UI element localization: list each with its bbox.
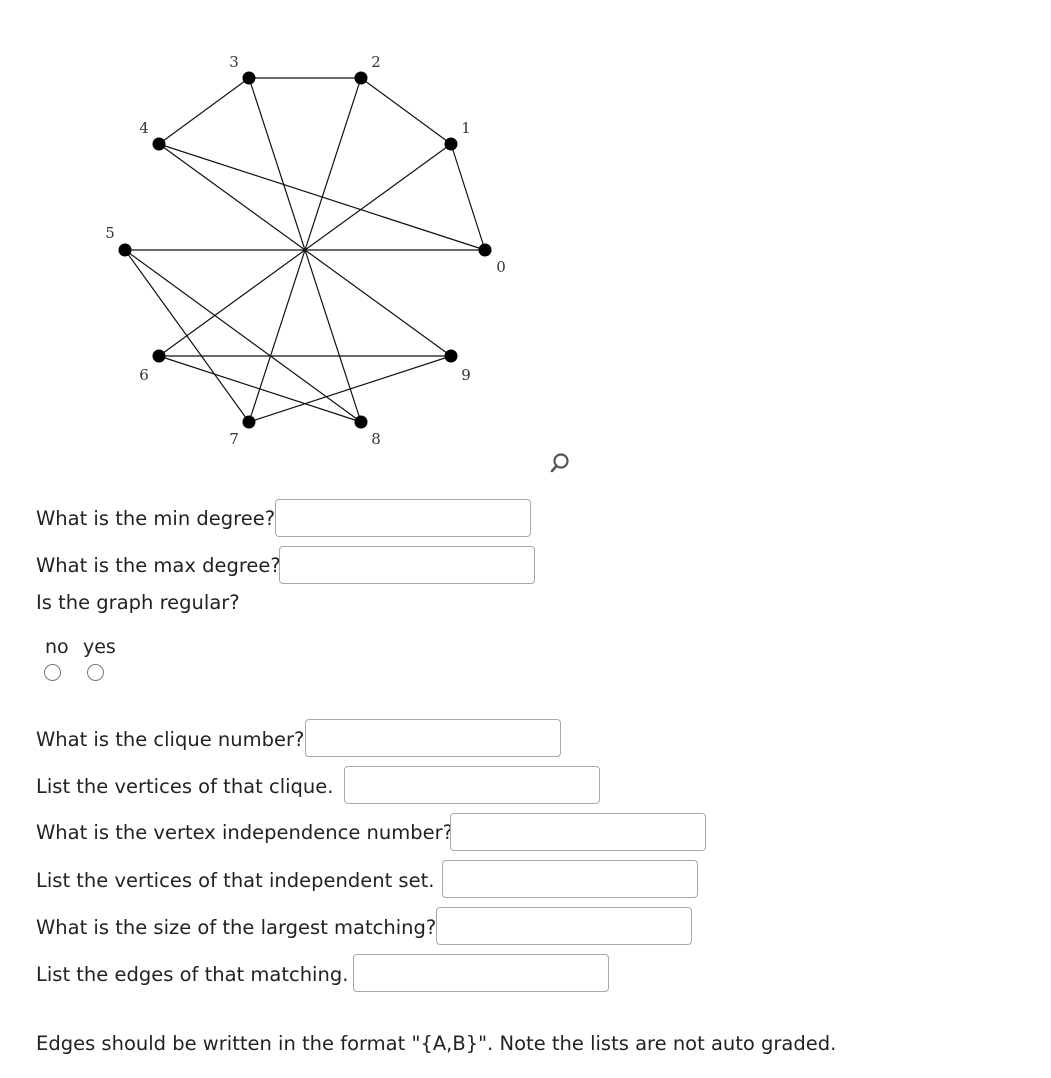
vertex-5 bbox=[118, 243, 132, 257]
format-note: Edges should be written in the format "{… bbox=[36, 1032, 837, 1055]
vertex-label-1: 1 bbox=[461, 119, 471, 137]
edge-3-4 bbox=[158, 77, 250, 145]
matching-size-question: What is the size of the largest matching… bbox=[36, 916, 437, 939]
independent-set-input[interactable] bbox=[442, 860, 698, 898]
independence-number-input[interactable] bbox=[450, 813, 706, 851]
vertex-6 bbox=[152, 349, 166, 363]
vertex-label-5: 5 bbox=[105, 224, 115, 242]
vertex-label-6: 6 bbox=[139, 366, 149, 384]
regular-yes-radio[interactable] bbox=[87, 664, 104, 681]
clique-vertices-input[interactable] bbox=[344, 766, 600, 804]
vertex-label-0: 0 bbox=[496, 258, 506, 276]
vertex-label-2: 2 bbox=[371, 53, 381, 71]
regular-yes-label: yes bbox=[83, 636, 116, 658]
edge-5-8 bbox=[124, 249, 362, 423]
graph-vertex-labels: 0 1 2 3 4 5 6 7 8 9 bbox=[105, 53, 506, 448]
edge-1-0 bbox=[450, 143, 486, 251]
vertex-label-4: 4 bbox=[139, 119, 149, 137]
vertex-7 bbox=[242, 415, 256, 429]
graph-vertices bbox=[118, 71, 492, 429]
vertex-1 bbox=[444, 137, 458, 151]
max-degree-question: What is the max degree? bbox=[36, 554, 281, 577]
vertex-3 bbox=[242, 71, 256, 85]
clique-number-input[interactable] bbox=[305, 719, 561, 757]
matching-size-input[interactable] bbox=[436, 907, 692, 945]
min-degree-input[interactable] bbox=[275, 499, 531, 537]
graph-diagram: 0 1 2 3 4 5 6 7 8 9 bbox=[105, 53, 506, 448]
vertex-label-9: 9 bbox=[461, 366, 471, 384]
edge-7-9 bbox=[248, 355, 452, 423]
clique-vertices-question: List the vertices of that clique. bbox=[36, 775, 334, 798]
vertex-label-8: 8 bbox=[371, 430, 381, 448]
min-degree-question: What is the min degree? bbox=[36, 507, 276, 530]
regular-question: Is the graph regular? bbox=[36, 591, 240, 614]
clique-number-question: What is the clique number? bbox=[36, 728, 305, 751]
graph-edges bbox=[124, 77, 486, 423]
max-degree-input[interactable] bbox=[279, 546, 535, 584]
independent-set-question: List the vertices of that independent se… bbox=[36, 869, 435, 892]
vertex-8 bbox=[354, 415, 368, 429]
vertex-9 bbox=[444, 349, 458, 363]
matching-edges-input[interactable] bbox=[353, 954, 609, 992]
edge-2-1 bbox=[360, 77, 452, 145]
magnifier-icon[interactable] bbox=[549, 450, 577, 478]
vertex-4 bbox=[152, 137, 166, 151]
regular-no-radio[interactable] bbox=[44, 664, 61, 681]
vertex-2 bbox=[354, 71, 368, 85]
vertex-label-7: 7 bbox=[229, 430, 239, 448]
matching-edges-question: List the edges of that matching. bbox=[36, 963, 349, 986]
edge-5-7 bbox=[124, 249, 250, 423]
edge-6-8 bbox=[158, 355, 362, 423]
vertex-0 bbox=[478, 243, 492, 257]
regular-no-label: no bbox=[45, 636, 69, 658]
independence-number-question: What is the vertex independence number? bbox=[36, 821, 453, 844]
vertex-label-3: 3 bbox=[229, 53, 239, 71]
